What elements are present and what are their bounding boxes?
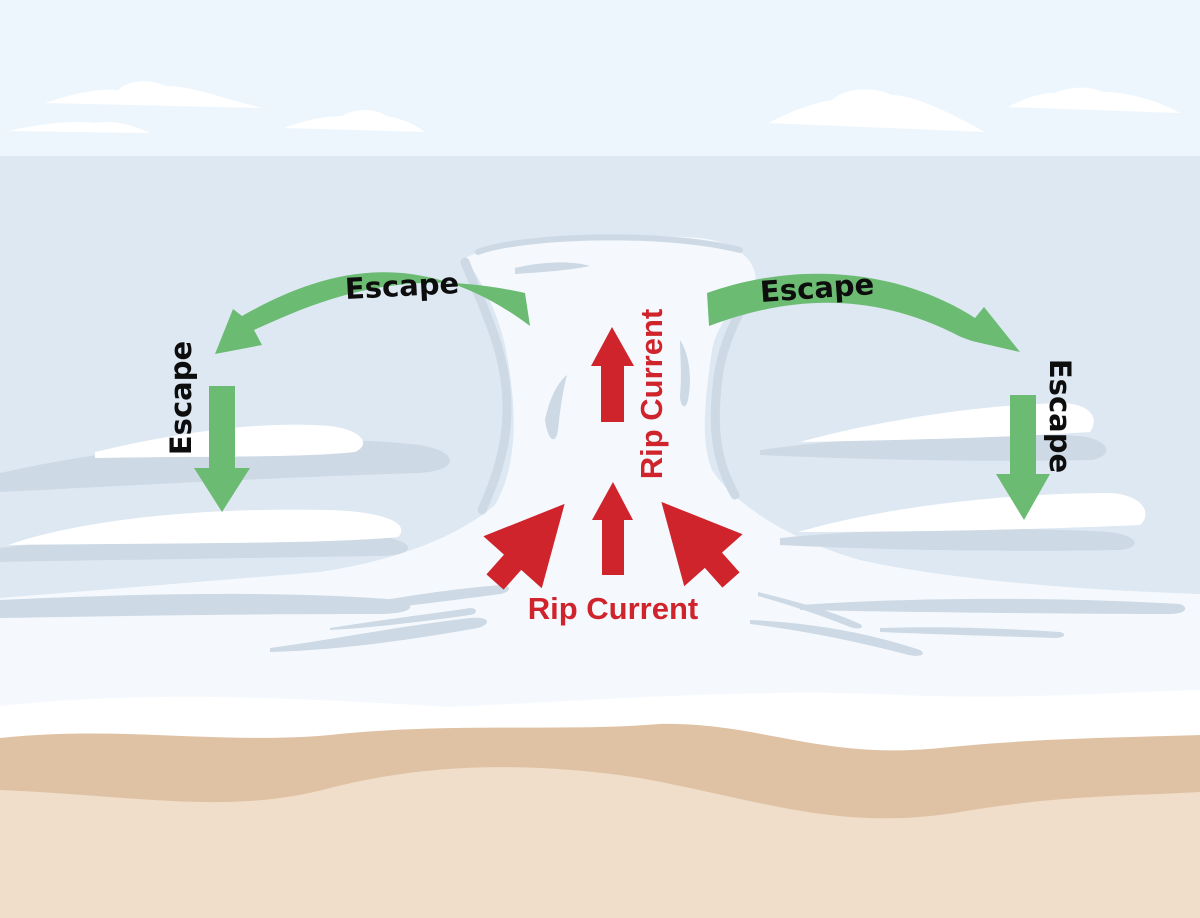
cloud <box>768 89 985 132</box>
foam-streak <box>515 262 590 274</box>
rip-current-label-horizontal: Rip Current <box>528 591 699 626</box>
rip-arrow-right <box>661 501 743 588</box>
escape-label-side-left: Escape <box>164 341 198 455</box>
wave-shadow <box>780 528 1135 551</box>
foam-streak <box>270 617 488 652</box>
foam-streak <box>750 620 923 656</box>
rip-current-label-vertical: Rip Current <box>634 309 669 480</box>
foam-streak <box>320 585 509 614</box>
rip-current-arrows <box>483 327 743 590</box>
wave-shadow <box>0 593 411 618</box>
escape-label-top-right: Escape <box>759 267 875 309</box>
clouds <box>8 81 1180 133</box>
rip-arrow-center <box>592 482 633 575</box>
escape-arrow-down-left <box>194 386 250 512</box>
foam-streak <box>758 592 863 629</box>
wave <box>798 493 1146 532</box>
cloud <box>1008 87 1180 113</box>
cloud <box>45 81 262 108</box>
rip-arrow-upper <box>591 327 634 422</box>
escape-arrow-down-right <box>996 395 1050 520</box>
foam-streaks <box>270 262 1065 656</box>
wave-shadow <box>800 598 1186 614</box>
rip-arrow-left <box>483 503 565 590</box>
foam-streak <box>880 627 1065 638</box>
foam-streak <box>330 608 476 630</box>
cloud <box>8 121 150 133</box>
escape-label-top-left: Escape <box>344 266 460 306</box>
wave <box>8 509 402 545</box>
escape-arrow-top-right <box>707 273 1020 352</box>
dry-sand <box>0 767 1200 918</box>
foam-streak <box>680 340 690 407</box>
escape-arrows <box>194 272 1050 520</box>
rip-current-outline <box>475 234 743 255</box>
foam-streak <box>545 375 567 440</box>
cloud <box>284 110 425 132</box>
escape-label-side-right: Escape <box>1043 359 1077 473</box>
escape-arrow-top-left <box>215 272 530 354</box>
sky <box>0 0 1200 156</box>
